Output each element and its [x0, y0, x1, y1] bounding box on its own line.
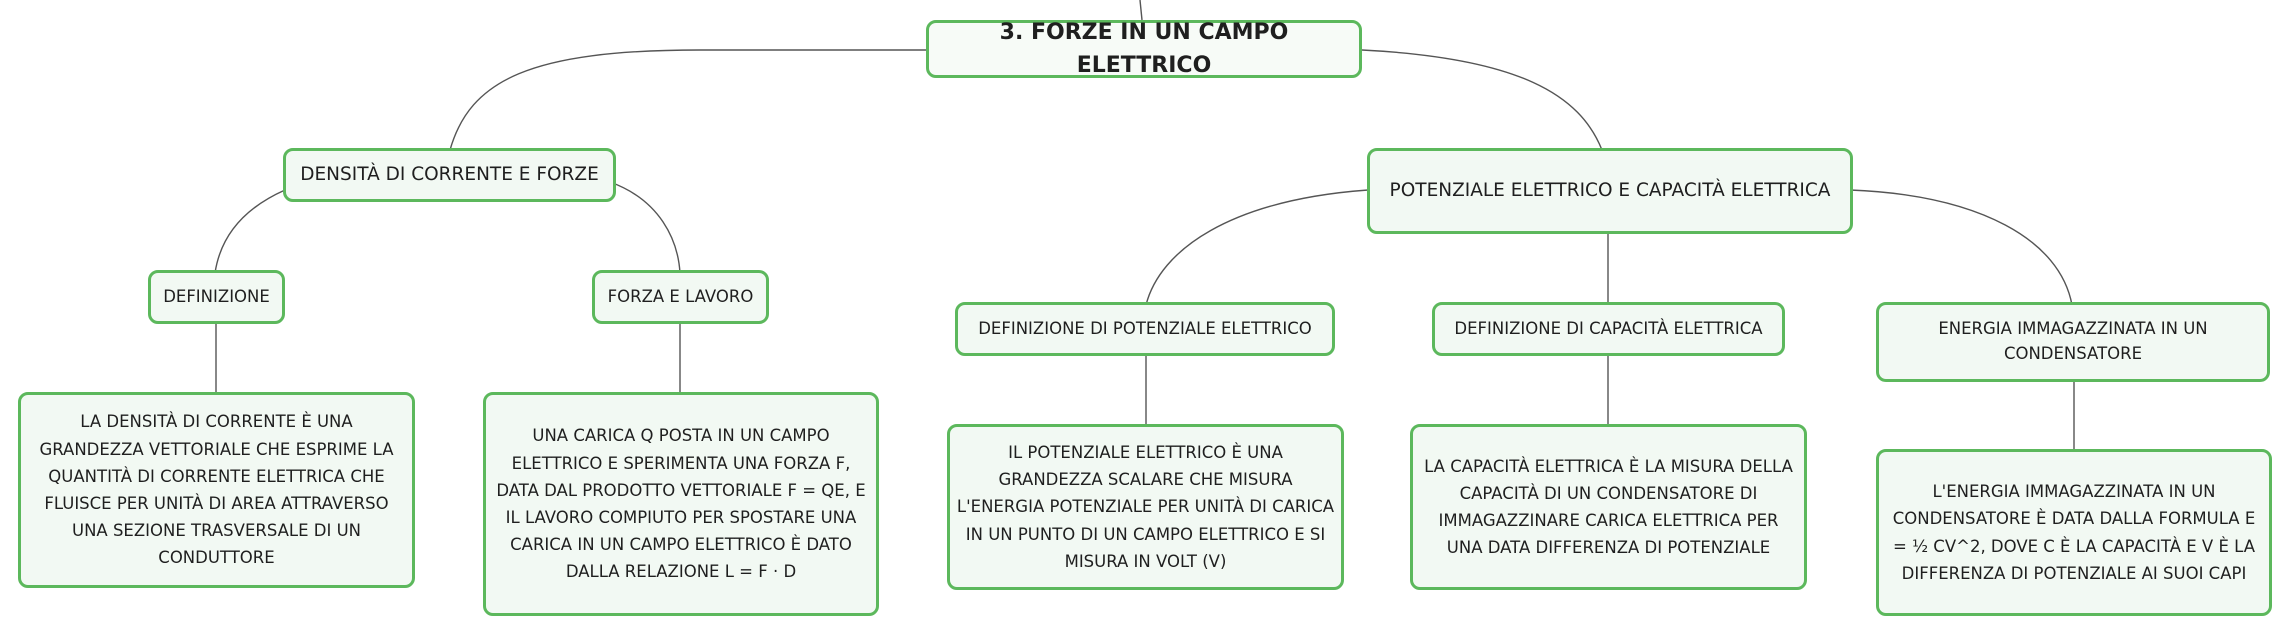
node-energia-condensatore[interactable]: ENERGIA IMMAGAZZINATA IN UN CONDENSATORE: [1876, 302, 2270, 382]
node-potenziale-capacita[interactable]: POTENZIALE ELETTRICO E CAPACITÀ ELETTRIC…: [1367, 148, 1853, 234]
node-label: DEFINIZIONE DI CAPACITÀ ELETTRICA: [1454, 318, 1763, 338]
node-label: POTENZIALE ELETTRICO E CAPACITÀ ELETTRIC…: [1389, 180, 1831, 202]
node-definizione-potenziale[interactable]: DEFINIZIONE DI POTENZIALE ELETTRICO: [955, 302, 1335, 356]
node-densita-di-corrente[interactable]: DENSITÀ DI CORRENTE E FORZE: [283, 148, 616, 202]
link-potenziale-energia: [1849, 189, 2073, 306]
leaf-text: L'ENERGIA IMMAGAZZINATA IN UN CONDENSATO…: [1892, 482, 2256, 583]
node-definizione-capacita[interactable]: DEFINIZIONE DI CAPACITÀ ELETTRICA: [1432, 302, 1785, 356]
leaf-forza-lavoro[interactable]: UNA CARICA Q POSTA IN UN CAMPO ELETTRICO…: [483, 392, 879, 616]
link-root-potenziale: [1361, 49, 1603, 151]
link-root-densita: [449, 49, 926, 151]
leaf-text: IL POTENZIALE ELETTRICO È UNA GRANDEZZA …: [956, 442, 1335, 571]
node-label: FORZA E LAVORO: [607, 286, 754, 306]
link-densita-definizione: [214, 189, 286, 274]
leaf-capacita-elettrica[interactable]: LA CAPACITÀ ELETTRICA È LA MISURA DELLA …: [1410, 424, 1807, 590]
node-label: ENERGIA IMMAGAZZINATA IN UN CONDENSATORE: [1938, 319, 2208, 363]
leaf-text: LA CAPACITÀ ELETTRICA È LA MISURA DELLA …: [1424, 456, 1793, 558]
node-label: DEFINIZIONE: [163, 286, 270, 306]
node-forza-e-lavoro[interactable]: FORZA E LAVORO: [592, 270, 769, 324]
node-label: DEFINIZIONE DI POTENZIALE ELETTRICO: [978, 318, 1312, 338]
node-definizione[interactable]: DEFINIZIONE: [148, 270, 285, 324]
link-densita-forza: [609, 181, 681, 274]
leaf-potenziale-elettrico[interactable]: IL POTENZIALE ELETTRICO È UNA GRANDEZZA …: [947, 424, 1344, 590]
root-label: 3. FORZE IN UN CAMPO ELETTRICO: [999, 20, 1289, 78]
link-root-up: [1139, 0, 1143, 21]
leaf-text: UNA CARICA Q POSTA IN UN CAMPO ELETTRICO…: [496, 426, 866, 582]
leaf-text: LA DENSITÀ DI CORRENTE È UNA GRANDEZZA V…: [39, 412, 394, 568]
leaf-energia-condensatore[interactable]: L'ENERGIA IMMAGAZZINATA IN UN CONDENSATO…: [1876, 449, 2272, 616]
link-potenziale-defpot: [1145, 189, 1369, 306]
node-label: DENSITÀ DI CORRENTE E FORZE: [300, 164, 599, 186]
leaf-definizione-densita[interactable]: LA DENSITÀ DI CORRENTE È UNA GRANDEZZA V…: [18, 392, 415, 588]
root-node[interactable]: 3. FORZE IN UN CAMPO ELETTRICO: [926, 20, 1362, 78]
